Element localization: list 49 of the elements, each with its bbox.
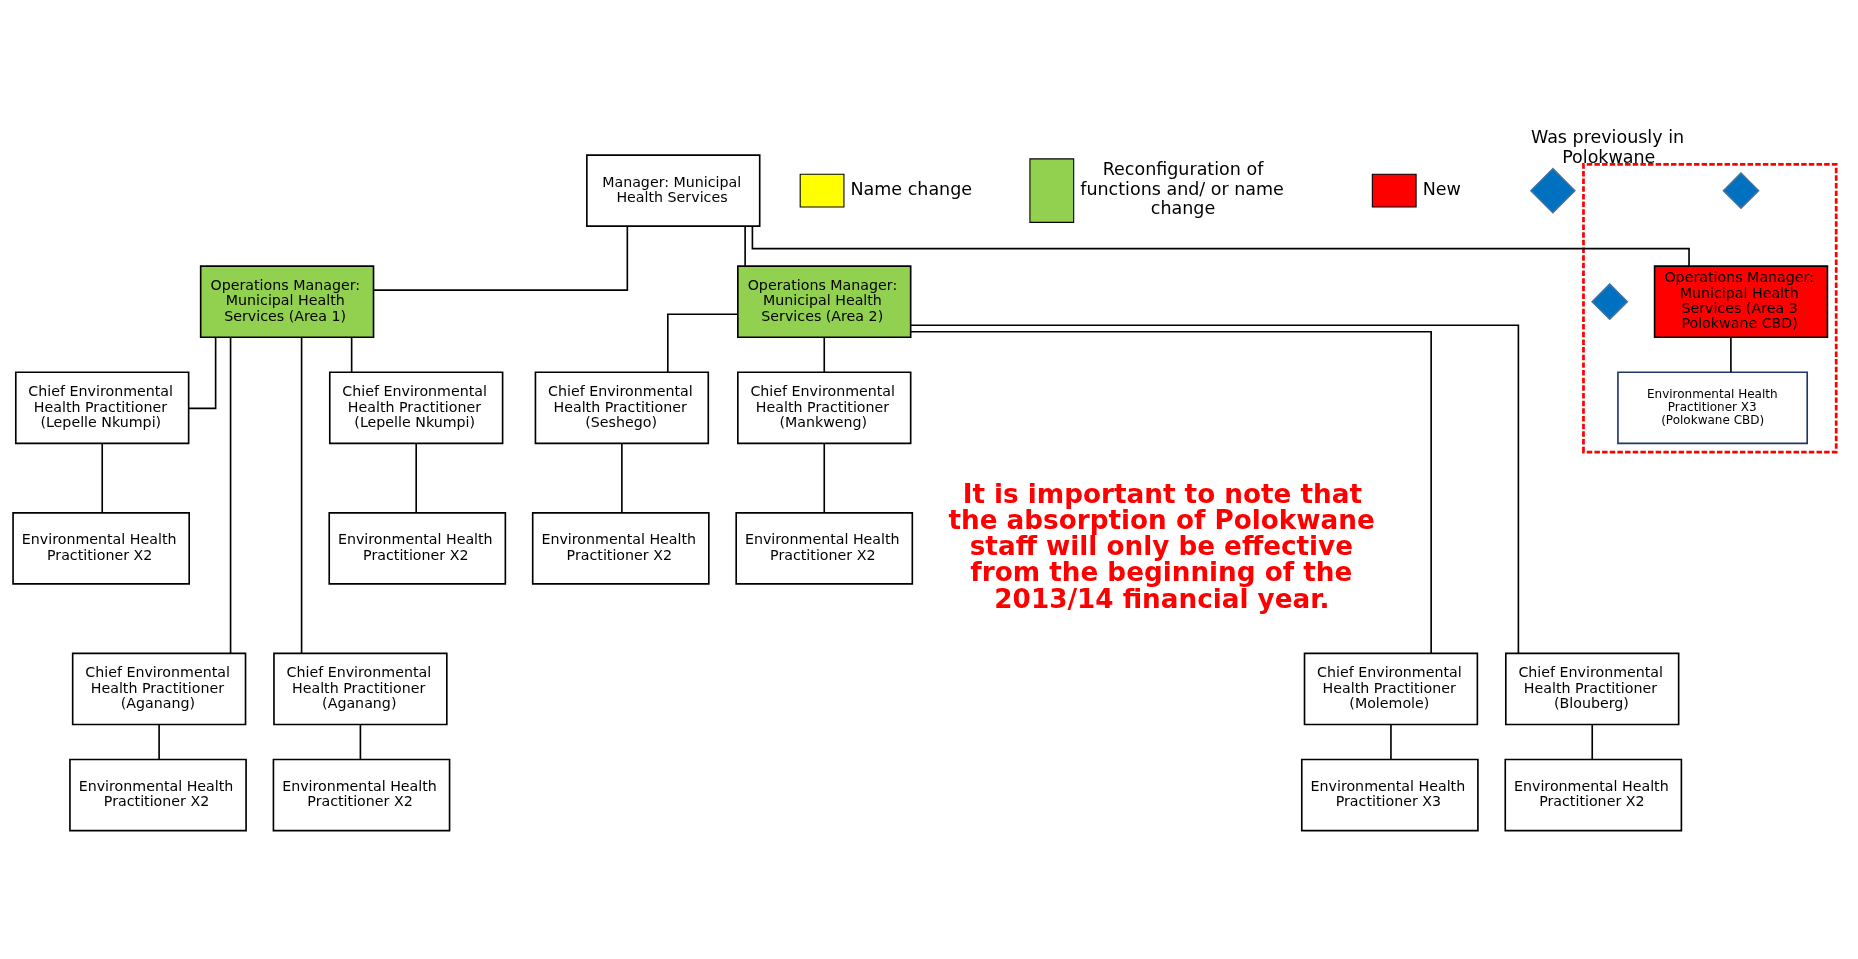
connector: [910, 330, 1432, 654]
node-box: Operations Manager: Municipal Health Services (Area 2): [737, 264, 912, 338]
connector: [373, 225, 629, 291]
node-box: Environmental Health Practitioner X2: [328, 511, 507, 585]
node-box: Chief Environmental Health Practitioner (Molemole): [1303, 652, 1479, 725]
node-box: Environmental Health Practitioner X2: [1504, 758, 1683, 831]
node-box: Chief Environmental Health Practitioner (Aganang): [273, 652, 448, 725]
connector: [667, 312, 739, 373]
node-diamond: [1591, 282, 1629, 320]
node-box: Operations Manager: Municipal Health Services (Area 3 Polokwane CBD): [1653, 264, 1829, 338]
legend-label: New: [1422, 178, 1461, 199]
node-box: Chief Environmental Health Practitioner (Seshego): [534, 370, 710, 444]
connector: [621, 442, 623, 513]
node-box: Manager: Municipal Health Services: [586, 153, 761, 227]
connector: [1730, 336, 1732, 373]
legend-label: Was previously in Polokwane: [1530, 126, 1685, 167]
node-box: Chief Environmental Health Practitioner (Blouberg): [1505, 652, 1680, 725]
connector: [300, 336, 303, 654]
node-box: Chief Environmental Health Practitioner (Mankweng): [737, 370, 912, 444]
connector: [823, 336, 826, 373]
node-box: Environmental Health Practitioner X2: [272, 758, 451, 831]
connector: [229, 336, 232, 654]
connector: [350, 336, 353, 373]
connector: [415, 442, 417, 513]
node-box: Environmental Health Practitioner X3 (Polokwane CBD): [1617, 370, 1808, 444]
connector: [359, 723, 362, 760]
connector: [751, 225, 1690, 267]
node-box: Environmental Health Practitioner X2: [735, 511, 914, 585]
connector: [909, 323, 1520, 654]
connector: [158, 723, 160, 760]
node-diamond: [1722, 171, 1760, 209]
legend-label: Reconfiguration of functions and/ or name change: [1080, 158, 1284, 218]
node-box: Environmental Health Practitioner X2: [12, 511, 190, 585]
cluster: [1582, 162, 1838, 453]
connector: [1591, 723, 1594, 760]
label: It is important to note that the absorption of Polokwane staff will only be effective from the beginning of the 2013/14 financial year.: [948, 478, 1375, 614]
node-box: Environmental Health Practitioner X3: [1300, 758, 1479, 831]
node-box: Environmental Health Practitioner X2: [531, 511, 710, 585]
connector: [1390, 723, 1392, 760]
connector: [823, 442, 826, 513]
node-box: Chief Environmental Health Practitioner (Lepelle Nkumpi): [328, 370, 504, 444]
node-box: Chief Environmental Health Practitioner (Aganang): [71, 652, 247, 725]
node-box: Chief Environmental Health Practitioner (Lepelle Nkumpi): [14, 370, 190, 444]
node-box: Environmental Health Practitioner X2: [69, 758, 247, 831]
connector: [187, 336, 217, 409]
connector: [101, 442, 104, 513]
legend-label: Name change: [850, 178, 973, 199]
connector: [744, 225, 746, 267]
node-box: Operations Manager: Municipal Health Services (Area 1): [199, 264, 375, 338]
